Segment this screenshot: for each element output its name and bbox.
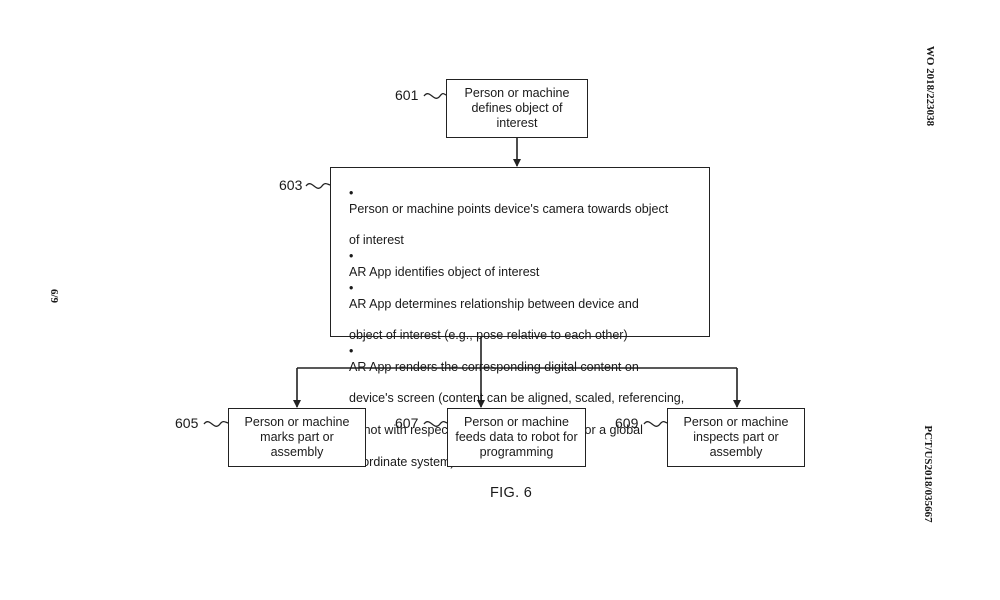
step-text-line: Person or machine xyxy=(464,86,570,100)
bullet-text-line: coordinate system) xyxy=(349,454,455,469)
step-text-line: programming xyxy=(479,445,554,459)
step-text-line: inspects part or xyxy=(693,430,779,444)
leader-squiggle-609 xyxy=(643,420,668,427)
leader-squiggle-601 xyxy=(423,92,447,99)
bullet-item: •AR App determines relationship between … xyxy=(345,281,697,344)
step-text-line: interest xyxy=(496,116,538,130)
publication-number: WO 2018/223038 xyxy=(924,45,936,127)
step-text-line: marks part or xyxy=(260,430,334,444)
sheet-number: 6/9 xyxy=(48,288,60,304)
step-text-line: assembly xyxy=(270,445,324,459)
step-box-define-object: Person or machine defines object of inte… xyxy=(446,79,588,138)
reference-numeral-609: 609 xyxy=(615,415,639,431)
bullet-dot-icon: • xyxy=(349,249,354,264)
step-box-feed-robot: Person or machine feeds data to robot fo… xyxy=(447,408,586,467)
reference-numeral-601: 601 xyxy=(395,87,419,103)
bullet-text-line: object of interest (e.g., pose relative … xyxy=(349,328,628,343)
bullet-text-line: Person or machine points device's camera… xyxy=(349,201,669,216)
leader-squiggle-603 xyxy=(305,182,331,189)
figure-caption: FIG. 6 xyxy=(490,485,533,501)
bullet-dot-icon: • xyxy=(349,186,354,200)
bullet-item: •Person or machine points device's camer… xyxy=(345,186,697,249)
bullet-text-line: AR App determines relationship between d… xyxy=(349,296,639,311)
step-text-line: assembly xyxy=(709,445,763,459)
application-number: PCT/US2018/035667 xyxy=(922,425,934,523)
bullet-dot-icon: • xyxy=(349,343,354,358)
leader-squiggle-605 xyxy=(203,420,229,427)
reference-numeral-605: 605 xyxy=(175,415,199,431)
reference-numeral-607: 607 xyxy=(395,415,419,431)
bullet-text-line: of interest xyxy=(349,233,404,248)
bullet-text-line: device's screen (content can be aligned,… xyxy=(349,391,685,406)
step-box-ar-app-process: •Person or machine points device's camer… xyxy=(330,167,710,469)
reference-numeral-603: 603 xyxy=(279,177,303,193)
bullet-dot-icon: • xyxy=(349,280,354,295)
step-box-mark-part: Person or machine marks part or assembly xyxy=(228,408,366,467)
bullet-text-line: AR App renders the corresponding digital… xyxy=(349,359,639,374)
leader-squiggle-607 xyxy=(423,420,448,427)
step-text-line: feeds data to robot for xyxy=(455,430,578,444)
bullet-text-line: AR App identifies object of interest xyxy=(349,264,540,279)
step-box-inspect-part: Person or machine inspects part or assem… xyxy=(667,408,805,467)
step-text-line: Person or machine xyxy=(464,415,569,429)
step-text-line: defines object of xyxy=(471,101,563,115)
bullet-item: •AR App identifies object of interest xyxy=(345,249,697,281)
step-text-line: Person or machine xyxy=(244,415,350,429)
step-text-line: Person or machine xyxy=(683,415,789,429)
